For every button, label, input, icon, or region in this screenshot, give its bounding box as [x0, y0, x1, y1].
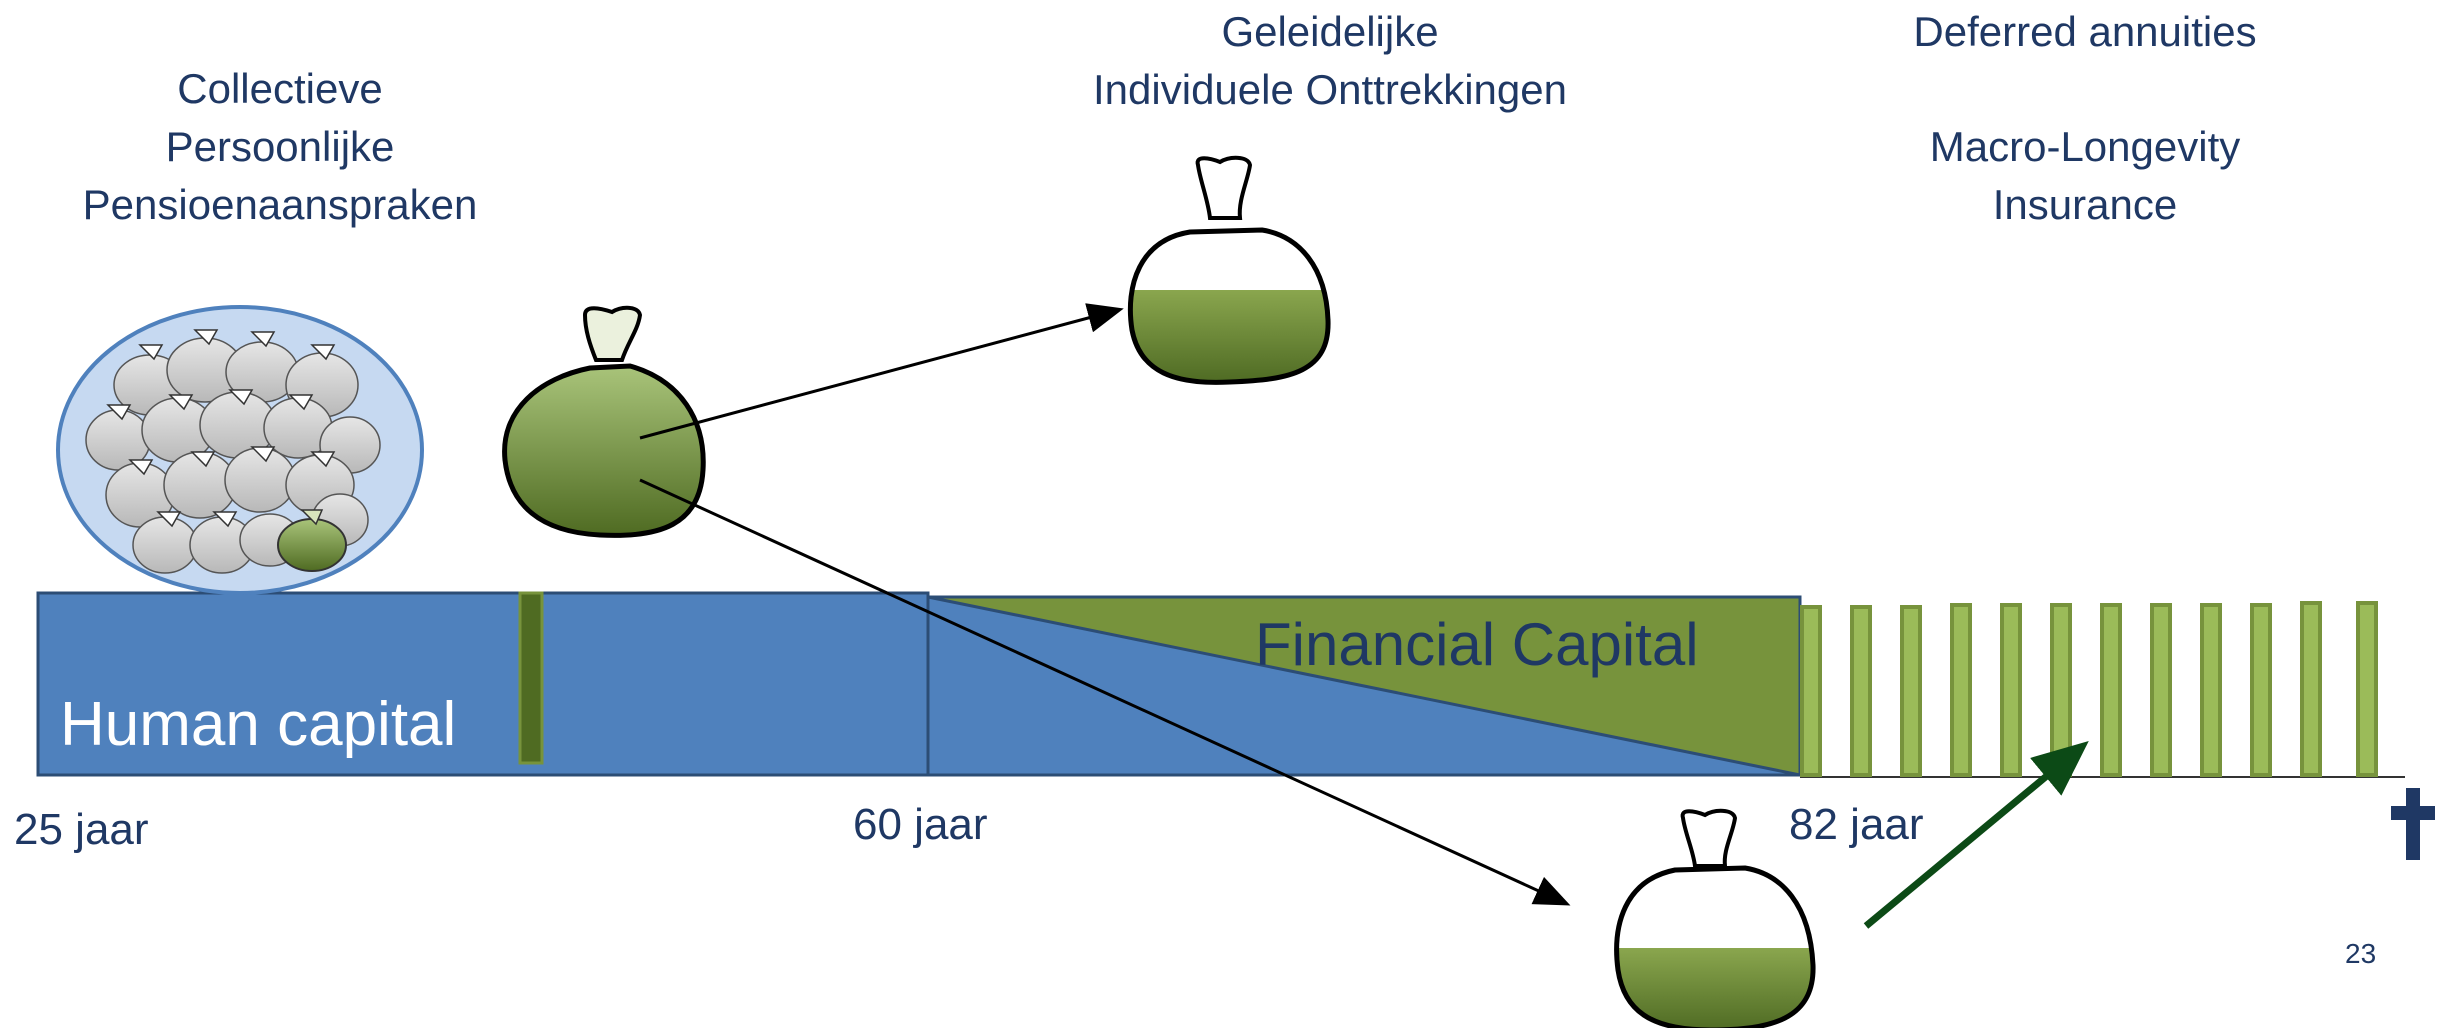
macro-line-2: Insurance — [1992, 181, 2178, 228]
annuity-bar — [1850, 605, 1872, 777]
annuity-bar — [2150, 603, 2172, 777]
annuity-bar — [2050, 603, 2072, 777]
human-capital-label: Human capital — [60, 690, 456, 759]
gradual-line-1: Geleidelijke — [1221, 8, 1439, 55]
gradual-withdrawals-label: Geleidelijke Individuele Onttrekkingen — [1030, 3, 1630, 119]
annuity-premium-bag-icon — [1614, 808, 1816, 1028]
collective-line-2: Persoonlijke — [165, 123, 395, 170]
collective-pool — [56, 305, 424, 595]
bag-tie-icons — [106, 329, 336, 528]
annuity-bar — [2100, 603, 2122, 777]
annuity-bar — [1900, 605, 1922, 777]
age-60-label: 60 jaar — [853, 800, 988, 849]
arrow-to-annuity-bag — [639, 478, 1571, 906]
age-25-label: 25 jaar — [14, 805, 149, 854]
arrow-to-withdrawals — [639, 303, 1124, 440]
age-82-label: 82 jaar — [1789, 800, 1924, 849]
withdrawal-bag-icon — [1127, 155, 1331, 385]
collective-line-1: Collectieve — [177, 65, 383, 112]
annuity-bar — [2300, 601, 2322, 777]
deferred-line: Deferred annuities — [1913, 8, 2257, 55]
slide-number: 23 — [2345, 938, 2377, 969]
personal-pension-bag-icon — [502, 305, 706, 538]
annuity-bar — [1800, 605, 1822, 777]
gradual-line-2: Individuele Onttrekkingen — [1093, 66, 1567, 113]
arrow-to-annuity-payments — [1863, 741, 2089, 929]
deferred-annuities-label: Deferred annuities — [1820, 3, 2350, 61]
human-capital-bar — [36, 591, 930, 777]
annuity-bar — [2200, 603, 2222, 777]
collective-pension-label: Collectieve Persoonlijke Pensioenaanspra… — [40, 60, 520, 234]
financial-capital-label: Financial Capital — [1255, 611, 1699, 678]
macro-longevity-label: Macro-Longevity Insurance — [1820, 118, 2350, 234]
annuity-bar — [2000, 603, 2022, 777]
contribution-marker — [518, 591, 544, 765]
cross-icon — [2391, 788, 2435, 860]
annuity-bar — [1950, 603, 1972, 777]
individual-green-bag-icon — [277, 509, 347, 572]
annuity-payments — [1800, 601, 2378, 777]
annuity-bar — [2250, 603, 2272, 777]
annuity-bar — [2356, 601, 2378, 777]
collective-line-3: Pensioenaanspraken — [82, 181, 478, 228]
macro-line-1: Macro-Longevity — [1929, 123, 2241, 170]
